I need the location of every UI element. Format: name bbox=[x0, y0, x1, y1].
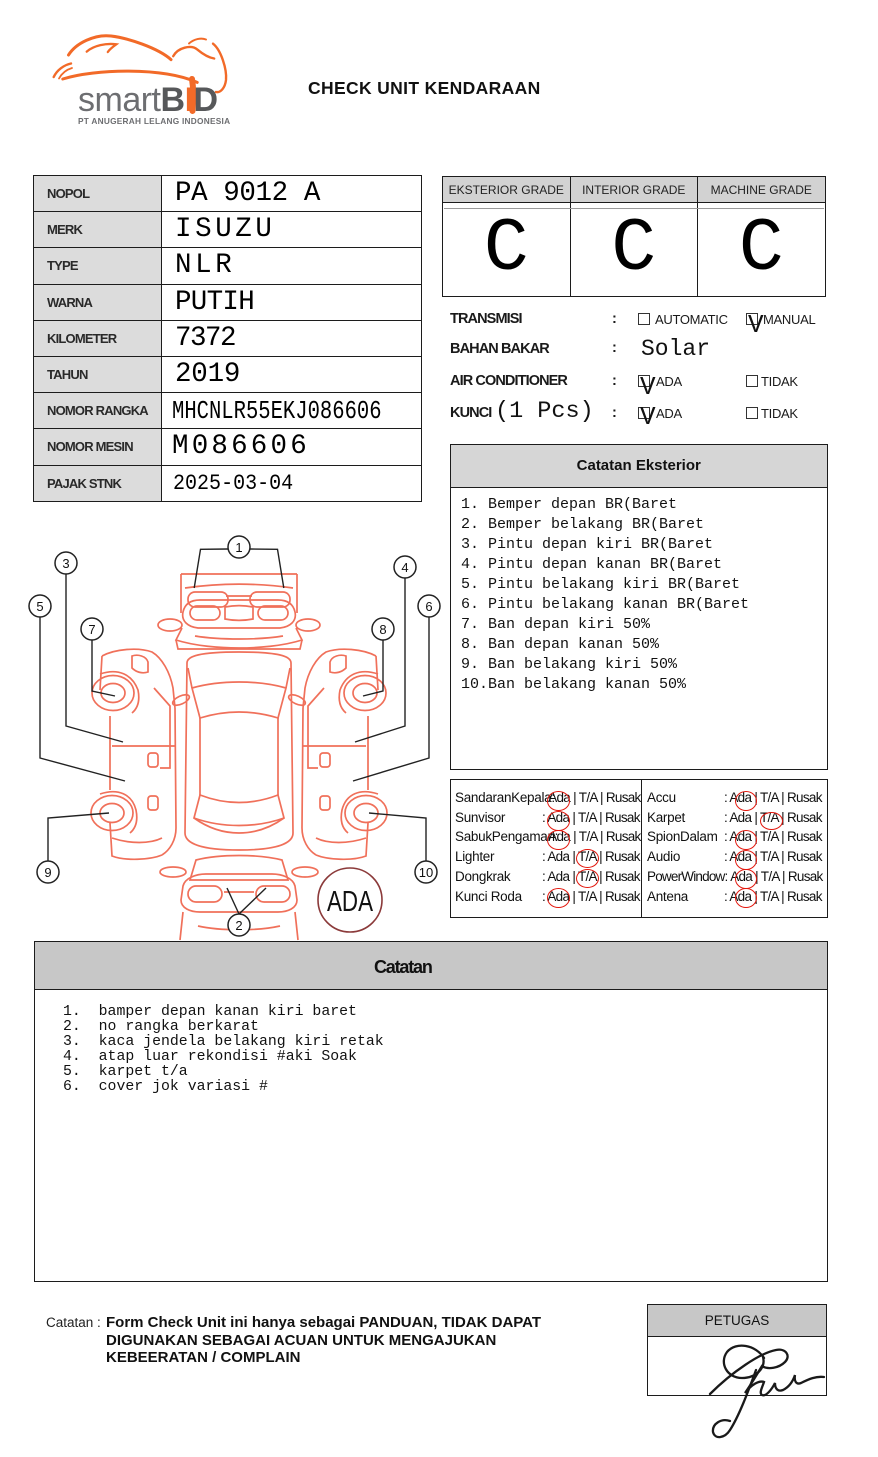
svg-text:10: 10 bbox=[419, 865, 433, 880]
svg-text:2: 2 bbox=[235, 918, 242, 933]
svg-text:7: 7 bbox=[88, 622, 95, 637]
svg-text:6: 6 bbox=[425, 599, 432, 614]
svg-text:8: 8 bbox=[379, 622, 386, 637]
svg-text:3: 3 bbox=[62, 556, 69, 571]
svg-text:ADA: ADA bbox=[327, 886, 373, 918]
svg-text:9: 9 bbox=[44, 865, 51, 880]
svg-text:1: 1 bbox=[235, 540, 242, 555]
svg-text:4: 4 bbox=[401, 560, 408, 575]
svg-text:5: 5 bbox=[36, 599, 43, 614]
